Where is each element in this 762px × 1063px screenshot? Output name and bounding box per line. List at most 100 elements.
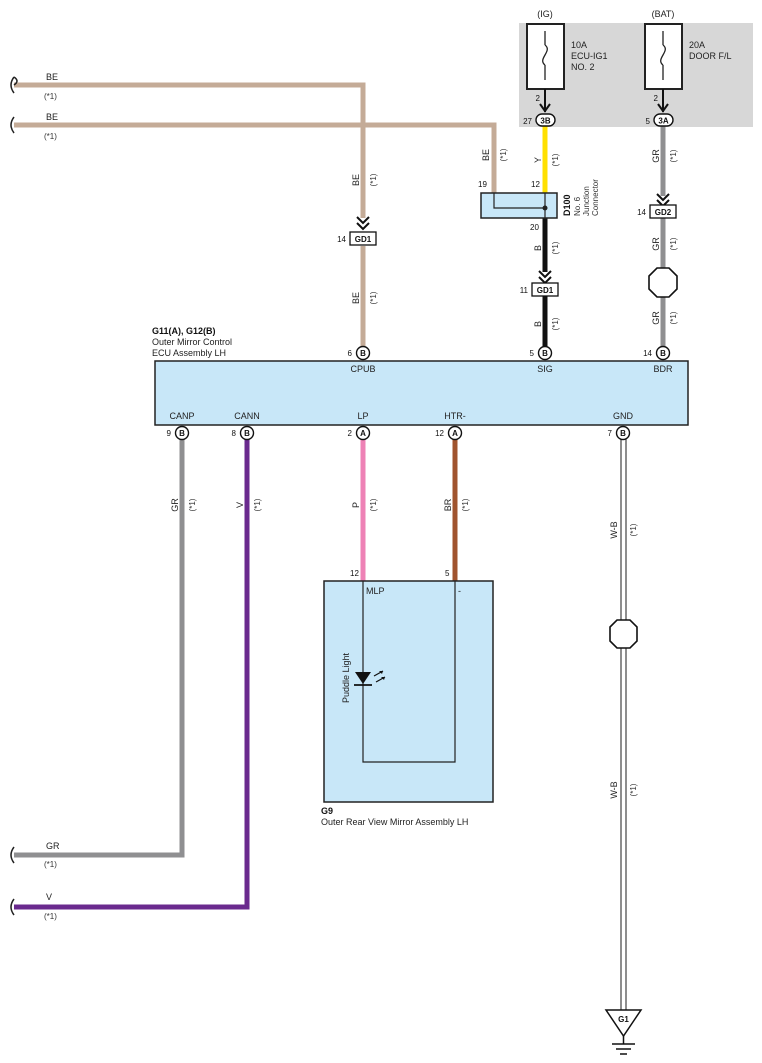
mirror-pin-mlp: 12 xyxy=(350,569,359,578)
ecu-terminal-htr: HTR- A 12 xyxy=(435,411,466,441)
mirror-mlp-label: MLP xyxy=(366,586,385,596)
conn-3b-pin: 27 xyxy=(523,117,532,126)
label-gr-left: GR xyxy=(46,841,60,851)
chevron-down-icon xyxy=(539,103,551,113)
svg-text:B: B xyxy=(179,429,185,438)
note-gnd1: (*1) xyxy=(629,523,638,536)
wire-canp xyxy=(14,439,185,858)
label-be-junc: BE xyxy=(481,149,491,161)
note-b2: (*1) xyxy=(551,317,560,330)
svg-text:14: 14 xyxy=(643,349,652,358)
fuse2-rating: 20A xyxy=(689,40,705,50)
ecu-terminal-cann: CANN B 8 xyxy=(232,411,260,441)
label-gnd2: W-B xyxy=(609,781,619,798)
svg-text:9: 9 xyxy=(167,429,172,438)
ecu-terminal-bdr: B 14 BDR xyxy=(643,345,673,374)
fuse2-pin: 2 xyxy=(654,94,659,103)
connector-3b xyxy=(535,113,556,127)
label-htr: BR xyxy=(443,498,453,511)
splice-octagon xyxy=(648,267,678,298)
fuse1-pin: 2 xyxy=(536,94,541,103)
ground-icon xyxy=(612,1036,635,1055)
note-htr: (*1) xyxy=(461,498,470,511)
junction-id: D100 xyxy=(562,194,572,216)
note-be-left2: (*1) xyxy=(44,132,57,141)
label-be-left2: BE xyxy=(46,112,58,122)
svg-text:GD1: GD1 xyxy=(355,235,372,244)
label-gr2: GR xyxy=(651,237,661,251)
ecu-terminal-canp: CANP B 9 xyxy=(167,411,195,441)
note-be-left: (*1) xyxy=(44,92,57,101)
junc-pin-20: 20 xyxy=(530,223,539,232)
mirror-minus-label: - xyxy=(458,586,461,596)
svg-text:B: B xyxy=(660,349,666,358)
svg-text:6: 6 xyxy=(348,349,353,358)
ig-label: (IG) xyxy=(537,9,553,19)
connector-3a xyxy=(653,113,674,127)
ecu-terminal-gnd: GND B 7 xyxy=(608,411,634,441)
label-gr1: GR xyxy=(651,149,661,163)
wire-be-1 xyxy=(14,82,366,218)
ecu-terminal-sig: B 5 SIG xyxy=(530,345,553,374)
label-cann: V xyxy=(235,502,245,508)
note-cann: (*1) xyxy=(253,498,262,511)
label-canp: GR xyxy=(170,498,180,512)
note-lp: (*1) xyxy=(369,498,378,511)
svg-text:B: B xyxy=(542,349,548,358)
svg-text:3A: 3A xyxy=(658,117,668,126)
svg-text:A: A xyxy=(452,429,458,438)
junction-dot xyxy=(542,205,548,211)
svg-text:BDR: BDR xyxy=(653,364,673,374)
wire-cann xyxy=(14,439,250,910)
note-canp: (*1) xyxy=(188,498,197,511)
svg-text:GD1: GD1 xyxy=(537,286,554,295)
fuse1-name2: NO. 2 xyxy=(571,62,595,72)
gd1-b-pin: 11 xyxy=(520,286,529,295)
svg-text:CANP: CANP xyxy=(169,411,194,421)
label-lp: P xyxy=(351,502,361,508)
fuse1-name1: ECU-IG1 xyxy=(571,51,608,61)
svg-text:7: 7 xyxy=(608,429,613,438)
note-gr2: (*1) xyxy=(669,237,678,250)
bat-label: (BAT) xyxy=(652,9,675,19)
label-be-left: BE xyxy=(46,72,58,82)
svg-text:2: 2 xyxy=(348,429,353,438)
label-b2: B xyxy=(533,321,543,327)
wire-be-2 xyxy=(14,122,497,193)
puddle-light-label: Puddle Light xyxy=(341,652,351,703)
junction-name1: No. 6 xyxy=(573,196,582,216)
note-gnd2: (*1) xyxy=(629,783,638,796)
label-be-vert2: BE xyxy=(351,292,361,304)
svg-text:B: B xyxy=(244,429,250,438)
svg-text:5: 5 xyxy=(530,349,535,358)
svg-text:LP: LP xyxy=(357,411,368,421)
gd2-pin: 14 xyxy=(637,208,646,217)
connector-gd2 xyxy=(649,204,677,219)
label-gnd1: W-B xyxy=(609,521,619,538)
mirror-name: Outer Rear View Mirror Assembly LH xyxy=(321,817,468,827)
ecu-name2: ECU Assembly LH xyxy=(152,348,226,358)
wire-gnd xyxy=(620,439,627,1010)
note-gr3: (*1) xyxy=(669,311,678,324)
note-be-vert1: (*1) xyxy=(369,173,378,186)
fuse-icon xyxy=(660,44,666,66)
svg-text:HTR-: HTR- xyxy=(444,411,466,421)
svg-text:8: 8 xyxy=(232,429,237,438)
note-be-vert2: (*1) xyxy=(369,291,378,304)
splice-octagon xyxy=(609,619,638,649)
junc-pin-12: 12 xyxy=(531,180,540,189)
svg-text:GND: GND xyxy=(613,411,634,421)
fuse-icon xyxy=(542,44,548,66)
ecu-terminal-cpub: B 6 CPUB xyxy=(348,345,376,374)
svg-text:CANN: CANN xyxy=(234,411,260,421)
svg-text:3B: 3B xyxy=(540,117,550,126)
label-v-left: V xyxy=(46,892,52,902)
svg-text:CPUB: CPUB xyxy=(350,364,375,374)
svg-text:B: B xyxy=(360,349,366,358)
ground-g1 xyxy=(604,1009,643,1038)
mirror-pin-minus: 5 xyxy=(445,569,450,578)
note-gr-left: (*1) xyxy=(44,860,57,869)
wire-end-markers xyxy=(10,76,18,916)
junction-name3: Connector xyxy=(591,179,600,216)
